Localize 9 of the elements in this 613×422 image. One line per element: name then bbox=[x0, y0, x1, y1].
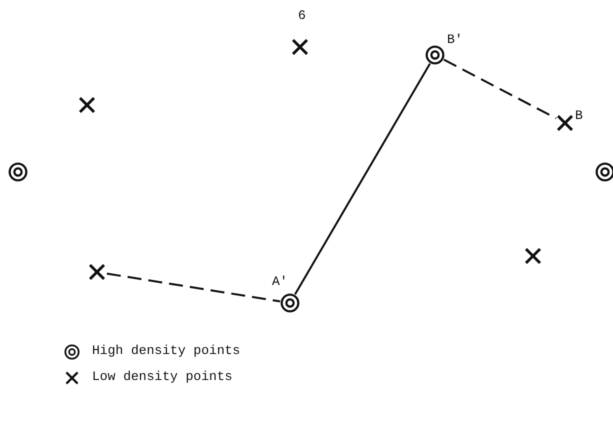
point-label: A' bbox=[272, 275, 288, 289]
point-label: B' bbox=[447, 33, 463, 47]
legend-text: Low density points bbox=[92, 369, 232, 384]
solid-line bbox=[294, 63, 431, 295]
dashed-line bbox=[106, 272, 280, 302]
figure-number: 6 bbox=[298, 8, 306, 23]
point-label: B bbox=[575, 109, 583, 123]
legend-text: High density points bbox=[92, 343, 240, 358]
dashed-line bbox=[443, 58, 557, 120]
